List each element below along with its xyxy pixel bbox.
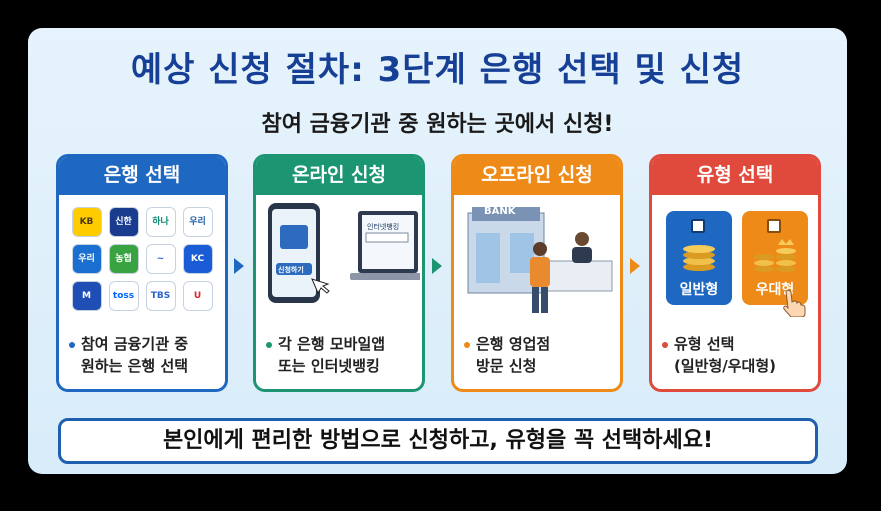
- bank-sign: BANK: [484, 206, 516, 217]
- desc-line: 각 은행 모바일앱: [278, 335, 386, 353]
- checkbox-icon[interactable]: [691, 219, 705, 233]
- arrow-right-icon: [630, 258, 640, 274]
- desc-line: 유형 선택: [674, 335, 735, 353]
- type-label: 일반형: [679, 282, 719, 298]
- arrow-right-icon: [432, 258, 442, 274]
- phone-laptop-illustration: 인터넷뱅킹 신청하기: [264, 199, 422, 317]
- bank-logo-icon[interactable]: 신한: [108, 207, 139, 237]
- desc-line: 또는 인터넷뱅킹: [278, 357, 380, 375]
- step-offline-application: 오프라인 신청 BANK 은행 영업점 방문 신청: [451, 154, 623, 392]
- type-options: 일반형 우대형: [660, 199, 810, 317]
- step-description: 유형 선택 (일반형/우대형): [662, 333, 812, 377]
- pointing-hand-icon: [783, 289, 806, 317]
- bank-branch-icon: [467, 207, 613, 313]
- bank-logo-icon[interactable]: M: [71, 281, 102, 311]
- bank-branch-illustration: BANK: [462, 199, 613, 317]
- bank-logo-icon[interactable]: 우리: [182, 207, 213, 237]
- instruction-banner: 본인에게 편리한 방법으로 신청하고, 유형을 꼭 선택하세요!: [58, 418, 818, 464]
- bank-logo-icon[interactable]: toss: [108, 281, 139, 311]
- step-description: 참여 금융기관 중 원하는 은행 선택: [69, 333, 219, 377]
- infographic-card: 예상 신청 절차: 3단계 은행 선택 및 신청 참여 금융기관 중 원하는 곳…: [28, 28, 847, 474]
- device-illustration: [268, 203, 422, 303]
- laptop-screen-label: 인터넷뱅킹: [367, 223, 400, 231]
- step-type-selection: 유형 선택 일반형: [649, 154, 821, 392]
- desc-line: (일반형/우대형): [674, 357, 776, 375]
- checkbox-icon[interactable]: [767, 219, 781, 233]
- bank-logo-icon[interactable]: TBS: [145, 281, 176, 311]
- step-header: 온라인 신청: [256, 157, 422, 195]
- step-description: 은행 영업점 방문 신청: [464, 333, 614, 377]
- step-header: 은행 선택: [59, 157, 225, 195]
- type-label: 우대형: [755, 282, 795, 298]
- type-card-preferential[interactable]: 우대형: [742, 211, 808, 305]
- coins-stack-icon: [754, 239, 796, 272]
- page-subtitle: 참여 금융기관 중 원하는 곳에서 신청!: [261, 112, 614, 137]
- bank-logo-icon[interactable]: KB: [71, 207, 102, 237]
- bank-logo-icon[interactable]: 농협: [108, 244, 139, 274]
- apply-button-label: 신청하기: [278, 266, 304, 274]
- step-header: 유형 선택: [652, 157, 818, 195]
- coins-icon: [683, 245, 715, 271]
- desc-line: 참여 금융기관 중: [81, 335, 189, 353]
- bank-logo-icon[interactable]: U: [182, 281, 213, 311]
- bank-logo-icon[interactable]: 하나: [145, 207, 176, 237]
- step-online-application: 온라인 신청 인터넷뱅킹 신청하기 각 은행 모바일앱 또는 인터넷뱅킹: [253, 154, 425, 392]
- arrow-right-icon: [234, 258, 244, 274]
- step-description: 각 은행 모바일앱 또는 인터넷뱅킹: [266, 333, 416, 377]
- desc-line: 은행 영업점: [476, 335, 551, 353]
- bank-logo-icon[interactable]: ~: [145, 244, 176, 274]
- bank-logo-icon[interactable]: 우리: [71, 244, 102, 274]
- desc-line: 방문 신청: [476, 357, 537, 375]
- bank-logo-icon[interactable]: KC: [182, 244, 213, 274]
- type-card-general[interactable]: 일반형: [666, 211, 732, 305]
- step-header: 오프라인 신청: [454, 157, 620, 195]
- desc-line: 원하는 은행 선택: [81, 357, 189, 375]
- page-title: 예상 신청 절차: 3단계 은행 선택 및 신청: [130, 50, 745, 90]
